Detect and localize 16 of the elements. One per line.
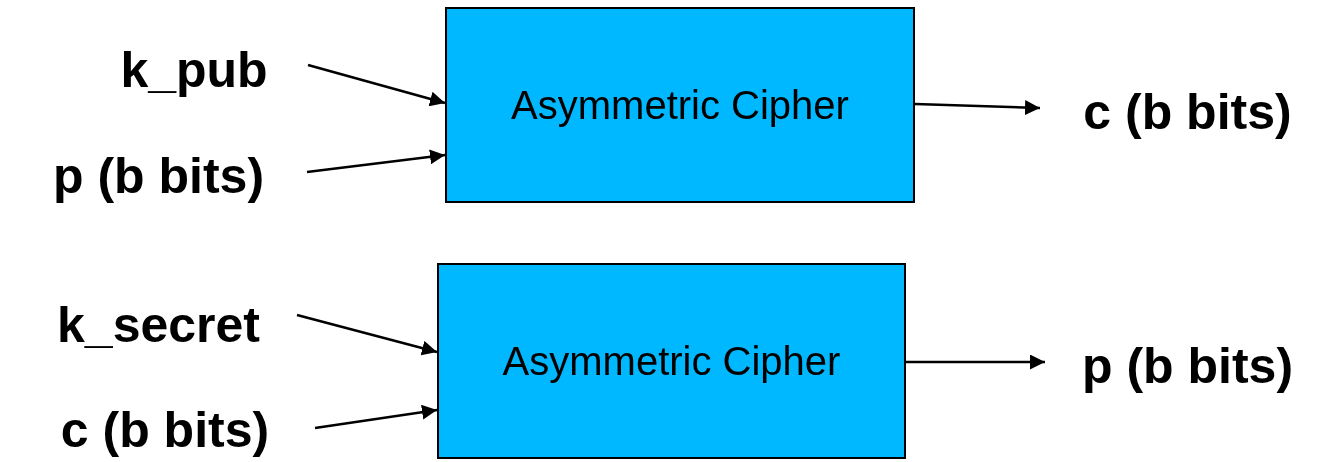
terminal-label: c (b bits) — [1083, 83, 1292, 141]
box-label: Asymmetric Cipher — [511, 82, 849, 128]
terminal-label: p (b bits) — [52, 147, 265, 205]
arrow — [906, 354, 1045, 370]
terminal-label: p (b bits) — [1081, 337, 1294, 395]
arrow — [314, 404, 438, 430]
process-box — [445, 7, 915, 203]
arrow — [296, 313, 438, 356]
terminal-label: k_pub — [120, 41, 268, 99]
arrow — [306, 149, 446, 174]
box-label: Asymmetric Cipher — [502, 338, 841, 384]
arrow — [307, 63, 446, 107]
terminal-label: k_secret — [57, 296, 260, 354]
process-box — [437, 263, 906, 459]
terminal-label: c (b bits) — [60, 401, 270, 459]
arrow — [914, 100, 1041, 115]
